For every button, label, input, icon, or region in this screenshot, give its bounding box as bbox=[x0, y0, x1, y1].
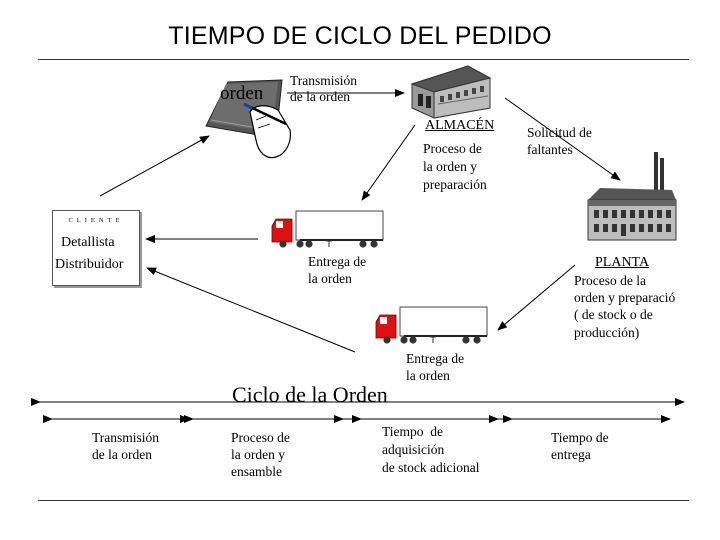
arrow-cliente-to-orden bbox=[99, 135, 210, 197]
almacen-title: ALMACÉN bbox=[425, 118, 495, 133]
planta-process-1: Proceso de la bbox=[574, 273, 646, 288]
delivery-truck-2-icon bbox=[375, 306, 488, 344]
arrow-truck2-to-cliente bbox=[146, 267, 356, 353]
cycle-title: Ciclo de la Orden bbox=[232, 382, 388, 407]
segment-2-line-2: la orden y bbox=[231, 447, 285, 462]
almacen-process-2: la orden y bbox=[423, 159, 477, 174]
segment-4-line-1: Tiempo de bbox=[551, 430, 609, 445]
orden-label: orden bbox=[220, 83, 264, 104]
order-form-icon bbox=[205, 79, 291, 159]
arrow-almacen-to-planta bbox=[504, 97, 621, 181]
planta-process-3: ( de stock o de bbox=[574, 307, 653, 322]
transmision-label-1: Transmisión bbox=[290, 73, 358, 88]
entrega-planta-label-1: Entrega de bbox=[406, 351, 465, 366]
cliente-distribuidor: Distribuidor bbox=[55, 257, 124, 272]
delivery-truck-1-icon bbox=[271, 210, 384, 248]
planta-process-2: orden y preparació bbox=[574, 290, 676, 305]
arrow-almacen-to-truck bbox=[361, 124, 416, 201]
segment-1-line-1: Transmisión bbox=[92, 430, 160, 445]
almacen-process-3: preparación bbox=[423, 177, 487, 192]
arrow-planta-to-truck bbox=[497, 264, 576, 331]
factory-icon bbox=[587, 152, 677, 241]
planta-process-4: producción) bbox=[574, 325, 640, 340]
segment-2-line-1: Proceso de bbox=[231, 430, 290, 445]
segment-1-line-2: de la orden bbox=[92, 447, 152, 462]
almacen-process-1: Proceso de bbox=[423, 141, 482, 156]
planta-title: PLANTA bbox=[595, 255, 650, 270]
segment-4-line-2: entrega bbox=[551, 447, 591, 462]
cliente-header: CLIENTE bbox=[68, 217, 124, 224]
warehouse-icon bbox=[410, 65, 492, 119]
cliente-box: CLIENTE Detallista Distribuidor bbox=[52, 210, 140, 286]
segment-2-line-3: ensamble bbox=[231, 464, 282, 479]
segment-3-line-2: adquisición bbox=[382, 442, 445, 457]
entrega-almacen-label-2: la orden bbox=[308, 271, 352, 286]
transmision-label-2: de la orden bbox=[290, 89, 350, 104]
bottom-divider bbox=[38, 500, 689, 501]
segment-3-line-1: Tiempo de bbox=[382, 424, 444, 439]
entrega-almacen-label-1: Entrega de bbox=[308, 254, 367, 269]
top-divider bbox=[38, 59, 689, 60]
segment-3-line-3: de stock adicional bbox=[382, 460, 480, 475]
page-title: TIEMPO DE CICLO DEL PEDIDO bbox=[168, 22, 552, 50]
solicitud-label-2: faltantes bbox=[527, 142, 573, 157]
entrega-planta-label-2: la orden bbox=[406, 368, 450, 383]
cliente-detallista: Detallista bbox=[61, 235, 115, 250]
cycle-timeline bbox=[31, 398, 685, 423]
solicitud-label-1: Solicitud de bbox=[527, 125, 592, 140]
